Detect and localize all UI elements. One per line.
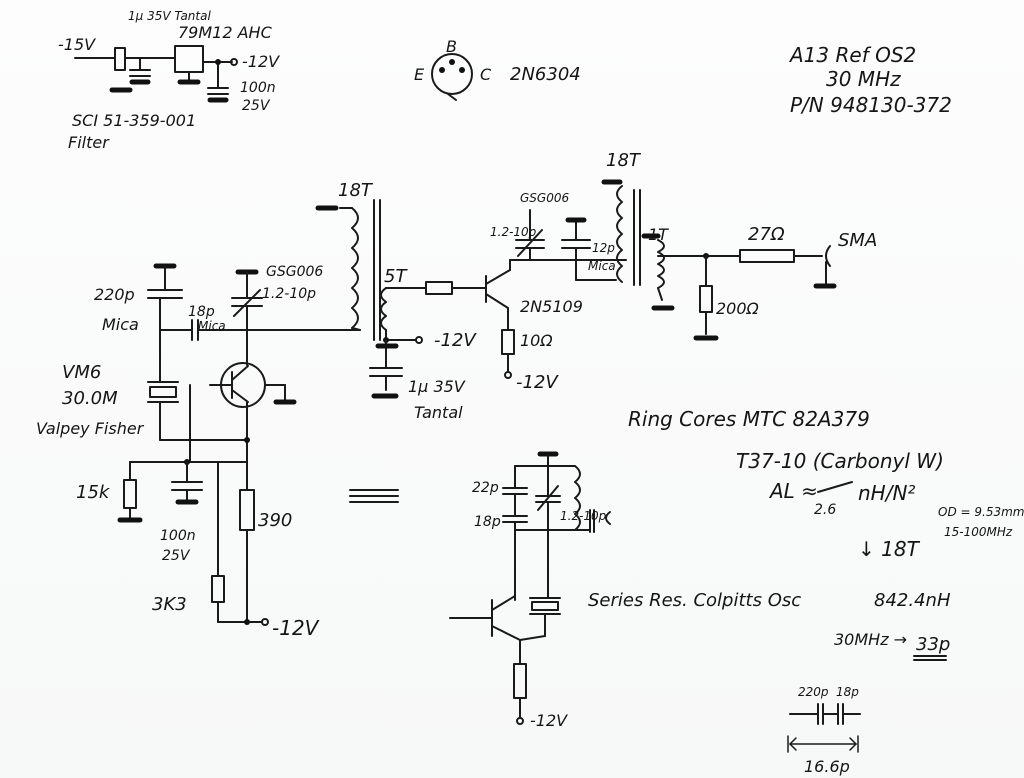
amp-r200: 200Ω [716, 299, 760, 318]
pinout-base: B [446, 37, 457, 56]
amp-c12p: 12p [592, 241, 615, 255]
note-ring-cores: Ring Cores MTC 82A379 [628, 407, 870, 431]
series-c2: 18p [836, 685, 859, 699]
osc-r390: 390 [258, 510, 292, 531]
amp-cap-tantal-type: Tantal [414, 403, 463, 422]
title-line2: 30 MHz [826, 67, 901, 91]
amp-c12p-type: Mica [588, 259, 616, 273]
title-line1: A13 Ref OS2 [788, 43, 916, 67]
pinout-collector: C [480, 65, 492, 84]
note-inductance: 842.4nH [874, 590, 951, 611]
osc-r15k: 15k [76, 482, 111, 503]
equiv-c2: 18p [474, 514, 501, 530]
amp-r27: 27Ω [748, 224, 785, 245]
note-resonance-cap: 33p [916, 634, 950, 655]
amp-turns-primary: 18T [606, 150, 642, 171]
series-capacitor-sketch [787, 703, 861, 753]
amp-supply-base: -12V [434, 330, 477, 351]
part-number: P/N 948130-372 [790, 93, 952, 117]
osc-c18p: 18p [188, 304, 215, 320]
equivalent-colpitts-circuit [449, 451, 611, 725]
osc-turns-primary: 18T [338, 180, 374, 201]
osc-r3k3: 3K3 [152, 594, 187, 615]
note-al-strikeout [817, 481, 853, 493]
amp-turns-secondary-label: 1T [648, 225, 669, 244]
transistor-pinout-diagram [431, 53, 473, 101]
oscillator-circuit [117, 199, 381, 626]
osc-crystal-freq: 30.0M [62, 388, 118, 409]
osc-trimmer-range: 1.2-10p [262, 286, 316, 302]
equiv-label: Series Res. Colpitts Osc [588, 590, 801, 611]
osc-crystal: VM6 [62, 362, 101, 383]
note-al-value: 2.6 [814, 502, 836, 518]
equiv-supply: -12V [530, 711, 568, 730]
equivalence-sign [349, 489, 399, 503]
series-c1: 220p [798, 685, 829, 699]
filter-part-number: SCI 51-359-001 [72, 111, 196, 130]
osc-c100n-voltage: 25V [162, 548, 191, 564]
pinout-part: 2N6304 [510, 64, 581, 85]
osc-c220p-type: Mica [102, 315, 139, 334]
osc-c18p-type: Mica [198, 319, 226, 333]
filter-input-voltage: -15V [58, 35, 96, 54]
filter-out-cap-voltage: 25V [242, 98, 271, 114]
osc-crystal-maker: Valpey Fisher [36, 419, 145, 438]
note-turns-arrow: ↓ 18T [858, 537, 921, 561]
osc-trimmer: GSG006 [266, 264, 323, 280]
supply-filter-circuit [74, 45, 238, 103]
filter-label: Filter [68, 133, 110, 152]
note-al-unit: nH/N² [858, 481, 915, 505]
note-od: OD = 9.53mm [938, 505, 1024, 519]
equiv-trim: 1.2-10p [560, 509, 607, 523]
amp-output: SMA [838, 230, 877, 251]
osc-c100n: 100n [160, 528, 196, 544]
note-freq-range: 15-100MHz [944, 525, 1013, 539]
series-total: 16.6p [804, 757, 850, 776]
pinout-emitter: E [414, 65, 425, 84]
amp-trimmer: GSG006 [520, 191, 569, 205]
osc-supply: -12V [272, 616, 320, 640]
note-al-label: AL ≈ [768, 479, 818, 503]
note-resonance: 30MHz → [834, 630, 907, 649]
amp-transistor: 2N5109 [520, 297, 583, 316]
amp-turns-secondary: 5T [384, 266, 408, 287]
amp-supply-emitter: -12V [516, 372, 559, 393]
amp-r10: 10Ω [520, 331, 553, 350]
filter-cap-label: 1μ 35V Tantal [128, 9, 211, 23]
filter-out-cap: 100n [240, 80, 276, 96]
osc-c220p: 220p [94, 285, 135, 304]
equiv-c1: 22p [472, 480, 499, 496]
regulator-part: 79M12 AHC [178, 23, 273, 42]
amp-trimmer-range: 1.2-10p [490, 225, 537, 239]
filter-output-voltage: -12V [242, 52, 280, 71]
amplifier-circuit [369, 179, 837, 399]
amp-cap-tantal: 1μ 35V [408, 377, 466, 396]
note-core-type: T37-10 (Carbonyl W) [736, 449, 944, 473]
